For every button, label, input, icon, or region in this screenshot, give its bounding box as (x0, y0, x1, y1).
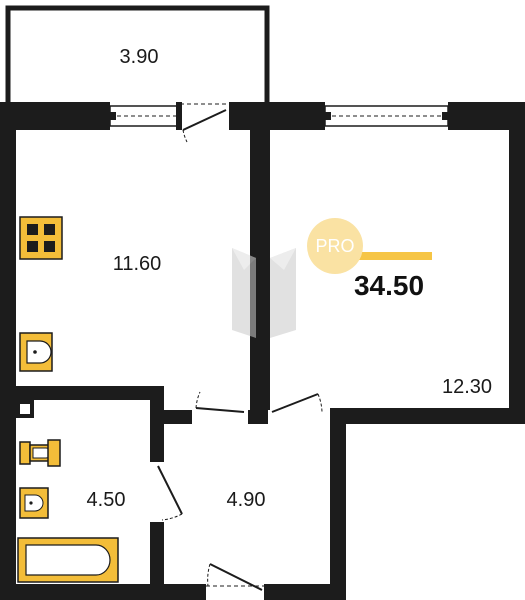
watermark-logo (232, 248, 296, 338)
door-icon (192, 391, 248, 424)
interior-walls (0, 102, 270, 586)
total-area-label: 34.50 (354, 270, 424, 301)
door-icon (150, 462, 183, 522)
window-icon (109, 105, 181, 127)
balcony-area-label: 3.90 (120, 46, 159, 68)
door-icon (268, 393, 330, 424)
living-area-label: 12.30 (442, 376, 492, 398)
balcony-outline (5, 5, 270, 104)
niche-inner (20, 404, 30, 414)
bathroom-area-label: 4.50 (87, 489, 126, 511)
pro-badge-circle (307, 218, 363, 274)
sink-icon (19, 332, 53, 372)
window-icon (324, 105, 449, 127)
toilet-icon (19, 439, 61, 467)
hall-area-label: 4.90 (227, 489, 266, 511)
kitchen-area-label: 11.60 (113, 253, 162, 275)
door-icon (206, 563, 264, 600)
pro-badge: PRO (307, 218, 432, 274)
exterior-walls (0, 102, 525, 600)
bathtub-icon (17, 537, 119, 583)
washbasin-icon (19, 487, 49, 519)
pro-badge-text: PRO (315, 236, 354, 256)
door-icon (176, 102, 235, 143)
stove-icon (19, 216, 63, 260)
